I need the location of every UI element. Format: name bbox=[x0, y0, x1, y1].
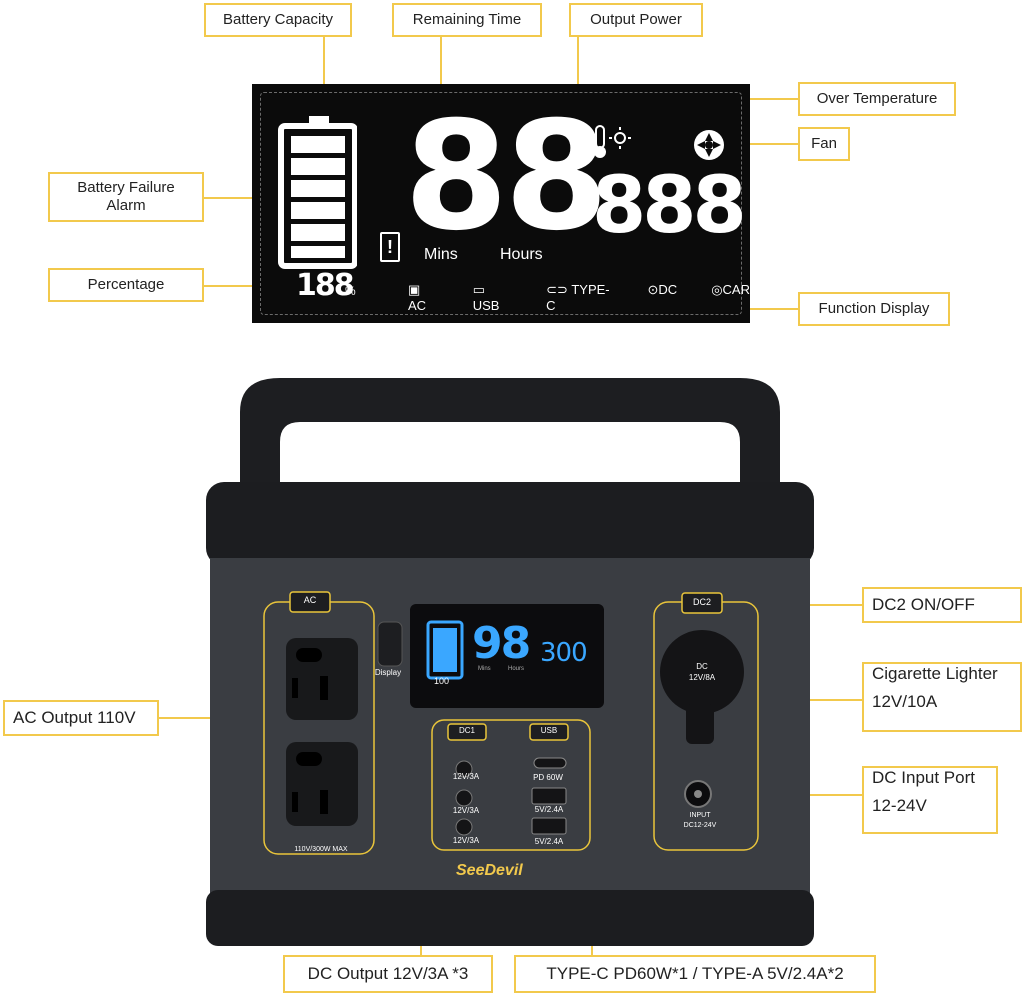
display-button-label: Display bbox=[374, 668, 402, 677]
dc1-button[interactable] bbox=[447, 723, 487, 741]
callout-percentage: Percentage bbox=[48, 268, 204, 302]
hours-label: Hours bbox=[500, 246, 543, 263]
ac-rating: 110V/300W MAX bbox=[294, 846, 348, 853]
usb-a-port-2[interactable] bbox=[531, 817, 567, 835]
callout-battery-capacity: Battery Capacity bbox=[204, 3, 352, 37]
over-temperature-icon bbox=[594, 125, 631, 158]
usb-button[interactable] bbox=[529, 723, 569, 741]
callout-output-power: Output Power bbox=[569, 3, 703, 37]
dc-port-1[interactable] bbox=[455, 760, 473, 778]
dc-port-3[interactable] bbox=[455, 818, 473, 836]
mini-percent-digits: 100 bbox=[434, 676, 450, 686]
callout-label-line2: Alarm bbox=[106, 197, 146, 214]
lcd-border bbox=[260, 92, 742, 315]
lcd-display-diagram: 188 % ! 88 Mins Hours 888 ▣ AC ▭ USB ⊂⊃ … bbox=[252, 84, 750, 323]
cigarette-lighter-socket[interactable] bbox=[660, 630, 744, 714]
typec-port[interactable] bbox=[533, 757, 567, 769]
callout-label: Remaining Time bbox=[412, 11, 522, 28]
callout-dc-output: DC Output 12V/3A *3 bbox=[283, 955, 493, 993]
callout-ac-output: AC Output 110V bbox=[3, 700, 159, 736]
callout-battery-failure-alarm: Battery Failure Alarm bbox=[48, 172, 204, 222]
power-station-device bbox=[206, 378, 814, 946]
usb-a-2-rating: 5V/2.4A bbox=[534, 837, 564, 846]
usb-a-1-rating: 5V/2.4A bbox=[534, 805, 564, 814]
dc2-label: DC2 bbox=[692, 597, 711, 607]
usb-label: USB bbox=[540, 726, 558, 735]
callout-label: DC2 ON/OFF bbox=[872, 594, 975, 614]
dc-usb-panel-outline bbox=[431, 719, 591, 851]
dc-port-1-rating: 12V/3A bbox=[452, 772, 480, 781]
ac-label: AC bbox=[303, 595, 317, 605]
callout-dc-input-port: DC Input Port 12-24V bbox=[862, 766, 998, 834]
callout-label: Output Power bbox=[590, 11, 682, 28]
callout-cigarette-lighter: Cigarette Lighter 12V/10A bbox=[862, 662, 1022, 732]
input-label-1: INPUT bbox=[689, 812, 711, 819]
callout-label: Battery Capacity bbox=[222, 11, 334, 28]
callout-fan: Fan bbox=[798, 127, 850, 161]
function-row: ▣ AC ▭ USB ⊂⊃ TYPE-C ⊙DC ◎CAR bbox=[408, 282, 750, 313]
base bbox=[206, 890, 814, 946]
callout-label: TYPE-C PD60W*1 / TYPE-A 5V/2.4A*2 bbox=[546, 963, 844, 983]
time-digits: 88 bbox=[404, 90, 609, 264]
dc-port-2-rating: 12V/3A bbox=[452, 806, 480, 815]
callout-label: Fan bbox=[811, 135, 837, 152]
handle bbox=[240, 378, 780, 522]
battery-alarm-icon: ! bbox=[380, 232, 400, 262]
callout-over-temperature: Over Temperature bbox=[798, 82, 956, 116]
percent-sign: % bbox=[345, 284, 356, 298]
callout-label-line1: Battery Failure bbox=[77, 179, 175, 196]
cig-label-2: 12V/8A bbox=[688, 673, 716, 682]
display-button[interactable] bbox=[377, 621, 403, 667]
function-label: USB bbox=[472, 298, 500, 313]
mini-time-digits: 98 bbox=[472, 618, 531, 669]
input-label-2: DC12-24V bbox=[683, 822, 717, 829]
callout-label: AC Output 110V bbox=[13, 707, 136, 727]
callout-label-line1: Cigarette Lighter bbox=[872, 664, 998, 683]
function-typec: ⊂⊃ TYPE-C bbox=[546, 282, 610, 313]
callout-typec-typea: TYPE-C PD60W*1 / TYPE-A 5V/2.4A*2 bbox=[514, 955, 876, 993]
mini-lcd bbox=[410, 604, 604, 708]
ac-label-badge bbox=[289, 591, 331, 613]
callout-remaining-time: Remaining Time bbox=[392, 3, 542, 37]
callout-function-display: Function Display bbox=[798, 292, 950, 326]
pd-label: PD 60W bbox=[533, 773, 563, 782]
callout-label: DC Output 12V/3A *3 bbox=[307, 963, 469, 983]
callout-label-line2: 12V/10A bbox=[872, 692, 938, 712]
callout-label-line2: 12-24V bbox=[872, 796, 927, 816]
usb-a-port-1[interactable] bbox=[531, 787, 567, 805]
mini-hours: Hours bbox=[508, 666, 525, 672]
function-ac: ▣ AC bbox=[408, 282, 427, 313]
function-label: TYPE-C bbox=[546, 282, 610, 313]
function-label: AC bbox=[408, 298, 427, 313]
function-usb: ▭ USB bbox=[472, 282, 500, 313]
cig-label-1: DC bbox=[696, 662, 708, 671]
battery-icon bbox=[278, 116, 357, 269]
callout-label: Percentage bbox=[87, 276, 165, 293]
callout-label: Over Temperature bbox=[816, 90, 938, 107]
mini-power-digits: 300 bbox=[540, 638, 588, 668]
brand-logo: SeeDevil bbox=[456, 862, 523, 879]
function-car: ◎CAR bbox=[711, 282, 750, 297]
dc-port-2[interactable] bbox=[455, 789, 473, 807]
dc1-label: DC1 bbox=[458, 726, 475, 735]
power-digits: 888 bbox=[592, 161, 747, 251]
alarm-glyph: ! bbox=[387, 237, 393, 257]
callout-label: Function Display bbox=[818, 300, 930, 317]
fan-icon bbox=[694, 130, 724, 160]
mins-label: Mins bbox=[424, 246, 458, 263]
callout-label-line1: DC Input Port bbox=[872, 768, 975, 787]
dc2-button[interactable] bbox=[681, 592, 723, 614]
top-cap bbox=[206, 482, 814, 566]
callout-dc2-onoff: DC2 ON/OFF bbox=[862, 587, 1022, 623]
function-dc: ⊙DC bbox=[647, 282, 678, 297]
dc-port-3-rating: 12V/3A bbox=[452, 836, 480, 845]
mini-mins: Mins bbox=[478, 666, 491, 672]
function-label: DC bbox=[658, 282, 678, 297]
function-label: CAR bbox=[722, 282, 750, 297]
percent-digits: 188 bbox=[296, 268, 355, 303]
